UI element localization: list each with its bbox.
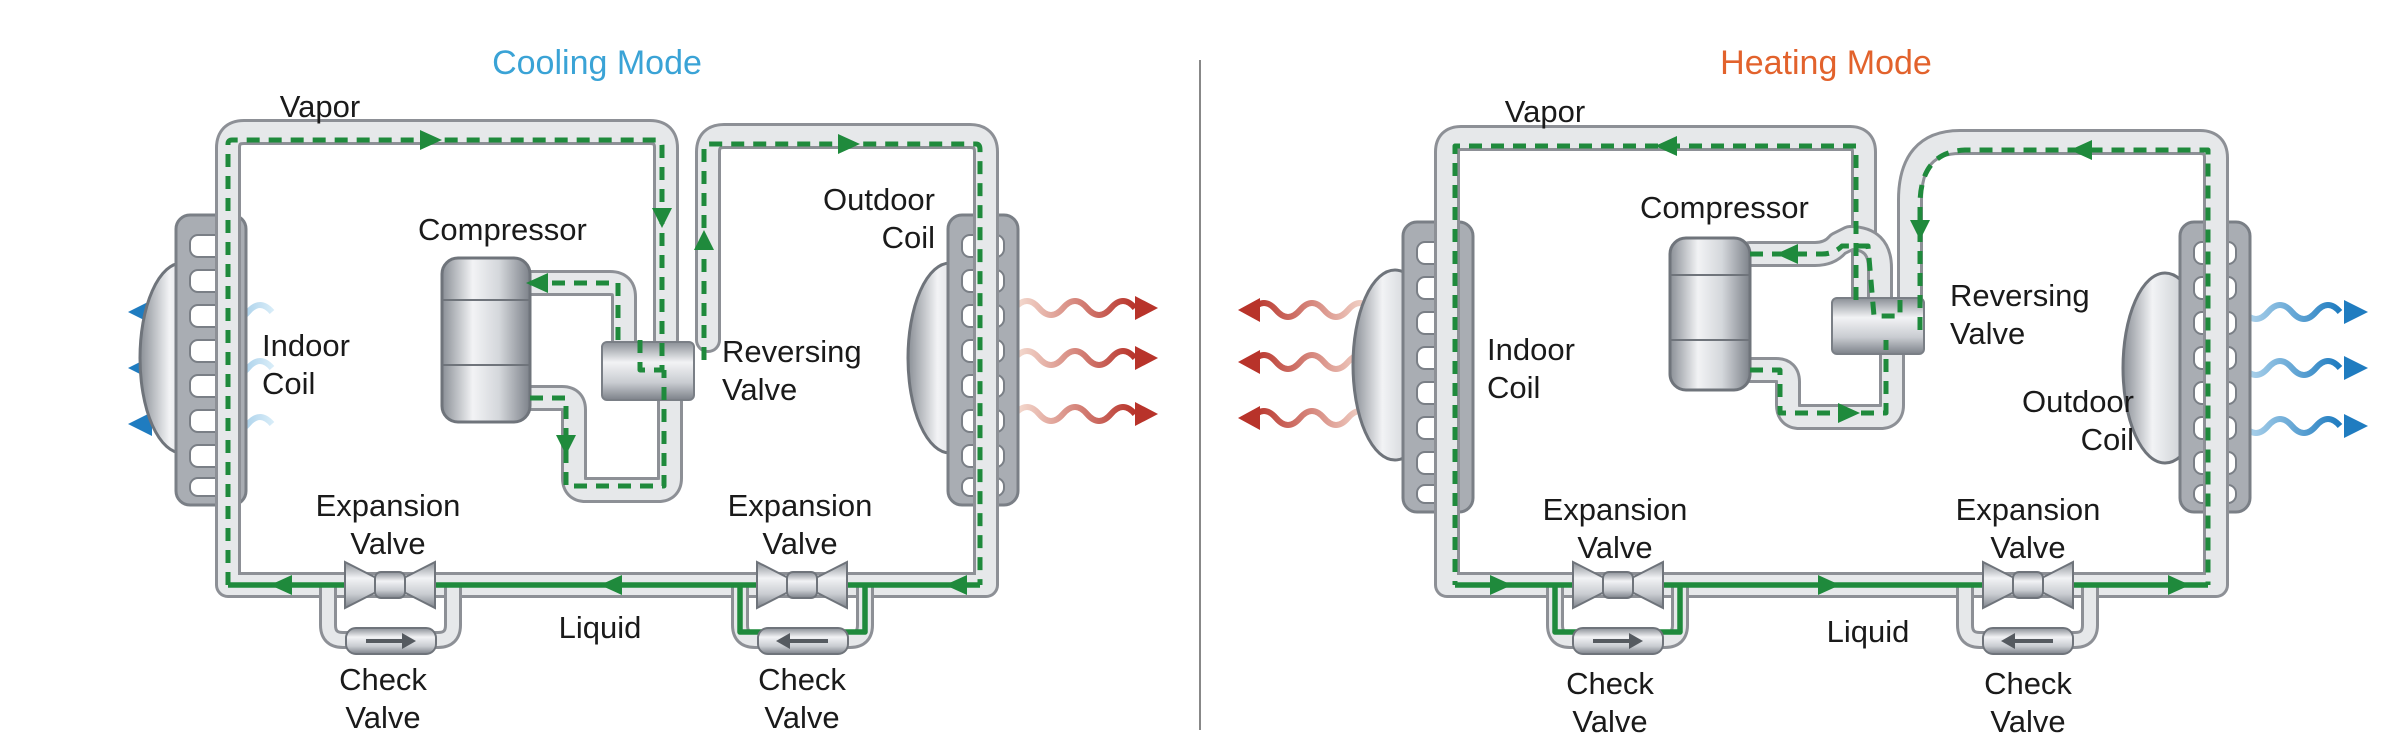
heating-check-valve-right-label-1: Check [1984,666,2072,701]
heating-expansion-valve-left-label-2: Valve [1577,530,1652,565]
heating-indoor-airflow [1238,298,1375,430]
cooling-expansion-valve-right-label-2: Valve [762,526,837,561]
heating-mode-title: Heating Mode [1720,44,1932,82]
heating-liquid-label: Liquid [1827,614,1910,649]
cooling-check-valve-left-label-1: Check [339,662,427,697]
cooling-reversing-valve-icon [601,341,695,401]
cooling-outdoor-coil-label-1: Outdoor [823,182,935,217]
cooling-compressor-label: Compressor [418,212,587,247]
heating-check-valve-right-label-2: Valve [1990,704,2065,739]
heating-reversing-valve-label-1: Reversing [1950,278,2090,313]
cooling-flow-arrows [270,130,967,595]
cooling-mode-panel: Cooling Mode [128,44,1158,735]
cooling-check-valve-left-icon [345,627,437,655]
cooling-check-valve-left-label-2: Valve [345,700,420,735]
heating-outdoor-coil-label-1: Outdoor [2022,384,2134,419]
heating-check-valve-right-icon [1982,627,2074,655]
cooling-expansion-valve-left-label-1: Expansion [316,488,461,523]
cooling-mode-title: Cooling Mode [492,44,702,82]
cooling-reversing-valve-label-2: Valve [722,372,797,407]
cooling-outdoor-airflow [1012,296,1158,426]
heating-expansion-valve-left-icon [1572,560,1664,610]
heating-check-valve-left-label-1: Check [1566,666,1654,701]
cooling-expansion-valve-left-label-2: Valve [350,526,425,561]
cooling-check-valve-right-label-1: Check [758,662,846,697]
heating-expansion-valve-right-icon [1982,560,2074,610]
heating-indoor-coil-label-2: Coil [1487,370,1540,405]
heating-reversing-valve-icon [1831,297,1925,355]
heating-outdoor-coil-label-2: Coil [2081,422,2134,457]
heating-check-valve-left-icon [1572,627,1664,655]
heating-reversing-valve-label-2: Valve [1950,316,2025,351]
cooling-vapor-label: Vapor [280,89,360,124]
heating-compressor-label: Compressor [1640,190,1809,225]
heating-indoor-coil-label-1: Indoor [1487,332,1575,367]
heating-compressor-icon [1668,236,1752,392]
cooling-compressor-icon [440,256,532,424]
cooling-outdoor-coil-label-2: Coil [882,220,935,255]
cooling-expansion-valve-right-icon [756,560,848,610]
cooling-check-valve-right-icon [757,627,849,655]
cooling-liquid-label: Liquid [559,610,642,645]
heating-flow-arrows [1490,136,2190,595]
heating-vapor-label: Vapor [1505,94,1585,129]
heating-mode-panel: Heating Mode [1238,44,2368,739]
cooling-check-valve-right-label-2: Valve [764,700,839,735]
heating-expansion-valve-right-label-2: Valve [1990,530,2065,565]
cooling-expansion-valve-left-icon [344,560,436,610]
cooling-indoor-coil-label-1: Indoor [262,328,350,363]
cooling-expansion-valve-right-label-1: Expansion [728,488,873,523]
heating-check-valve-left-label-2: Valve [1572,704,1647,739]
cooling-indoor-coil-label-2: Coil [262,366,315,401]
heating-expansion-valve-right-label-1: Expansion [1956,492,2101,527]
heating-expansion-valve-left-label-1: Expansion [1543,492,1688,527]
cooling-reversing-valve-label-1: Reversing [722,334,862,369]
